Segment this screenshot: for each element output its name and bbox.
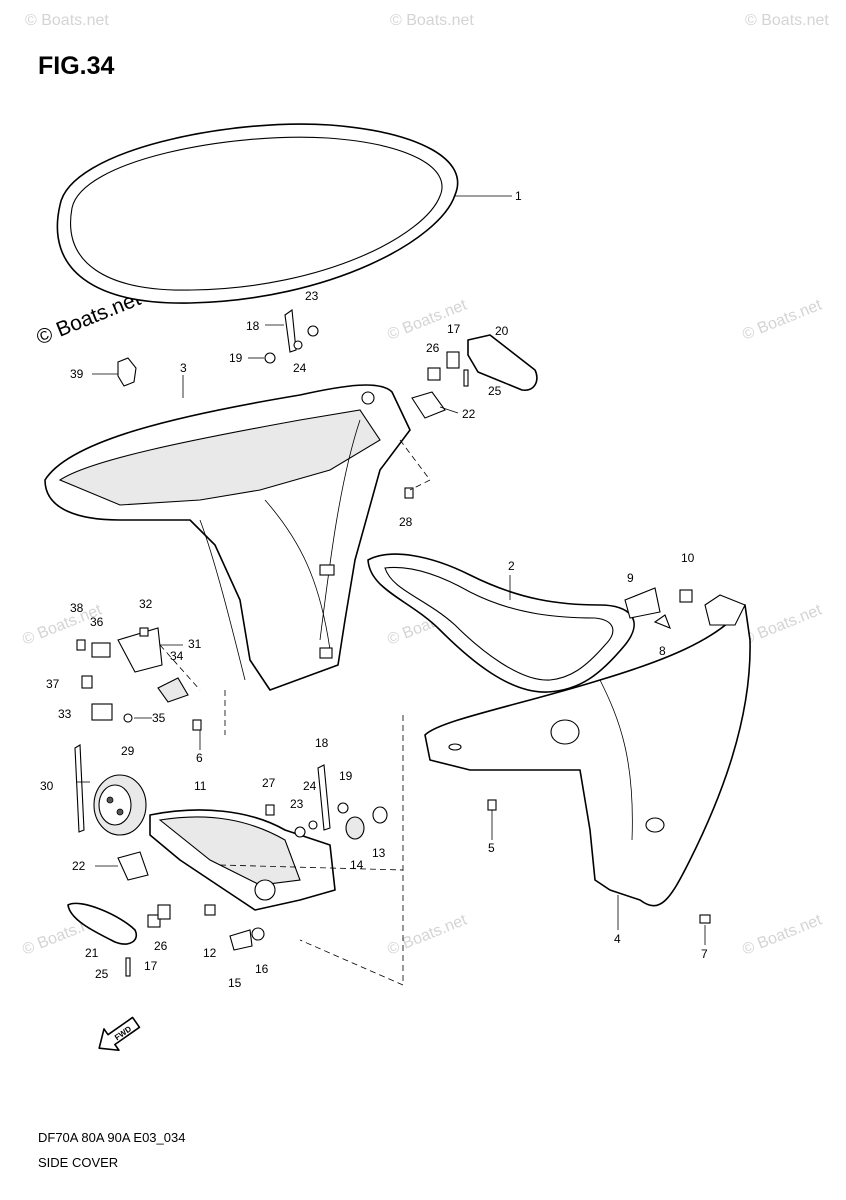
callout-14: 14 <box>350 858 364 872</box>
callout-34: 34 <box>170 649 184 663</box>
callout-26: 26 <box>154 939 168 953</box>
watermark: © Boats.net <box>740 296 825 343</box>
leader-lines <box>76 195 706 945</box>
callout-18: 18 <box>246 319 260 333</box>
watermark: © Boats.net <box>390 12 474 29</box>
callout-24: 24 <box>293 361 307 375</box>
part-29-grommet <box>93 774 147 836</box>
figure-code: DF70A 80A 90A E03_034 <box>38 1130 186 1145</box>
part-20-grip <box>467 334 538 391</box>
callout-38: 38 <box>70 601 84 615</box>
callout-2: 2 <box>508 559 515 573</box>
callout-22: 22 <box>462 407 476 421</box>
part-39-clip <box>117 357 137 387</box>
callout-8: 8 <box>659 644 666 658</box>
callout-31: 31 <box>188 637 202 651</box>
callout-9: 9 <box>627 571 634 585</box>
callout-25: 25 <box>488 384 502 398</box>
callout-17: 17 <box>447 322 461 336</box>
part-30-tie-strap <box>74 744 85 833</box>
callout-11: 11 <box>194 779 207 793</box>
callout-28: 28 <box>399 515 413 529</box>
watermark: © Boats.net <box>25 12 109 29</box>
watermark: © Boats.net <box>385 911 470 958</box>
callout-32: 32 <box>139 597 153 611</box>
assembly-lines <box>159 439 431 986</box>
callout-29: 29 <box>121 744 135 758</box>
callout-19: 19 <box>339 769 353 783</box>
callout-6: 6 <box>196 751 203 765</box>
callout-7: 7 <box>701 947 708 961</box>
callout-1: 1 <box>515 189 522 203</box>
callout-24: 24 <box>303 779 317 793</box>
part-1-seal-ring <box>56 123 459 304</box>
callout-17: 17 <box>144 959 158 973</box>
callout-19: 19 <box>229 351 243 365</box>
callout-4: 4 <box>614 932 621 946</box>
callout-20: 20 <box>495 324 509 338</box>
part-3-upper-cover <box>44 384 411 691</box>
watermark: © Boats.net <box>740 911 825 958</box>
callout-39: 39 <box>70 367 84 381</box>
figure-title: FIG.34 <box>38 52 115 80</box>
watermark: © Boats.net <box>385 296 470 343</box>
callout-36: 36 <box>90 615 104 629</box>
callout-26: 26 <box>426 341 440 355</box>
part-11-bracket <box>149 809 336 911</box>
forward-arrow: FWD <box>98 1016 141 1052</box>
part-18-lever <box>284 309 297 353</box>
callout-23: 23 <box>290 797 304 811</box>
callout-10: 10 <box>681 551 695 565</box>
callout-16: 16 <box>255 962 269 976</box>
part-2-lower-rim <box>367 553 635 693</box>
callout-23: 23 <box>305 289 319 303</box>
callout-22: 22 <box>72 859 86 873</box>
small-parts <box>76 309 711 977</box>
callout-3: 3 <box>180 361 187 375</box>
callout-15: 15 <box>228 976 242 990</box>
callout-33: 33 <box>58 707 72 721</box>
part-4-lower-cover <box>424 594 751 907</box>
callout-labels: 1 2 3 4 5 6 7 8 9 10 11 12 13 14 15 16 1… <box>40 189 708 990</box>
callout-12: 12 <box>203 946 217 960</box>
part-18-lever <box>317 764 331 831</box>
callout-30: 30 <box>40 779 54 793</box>
callout-37: 37 <box>46 677 60 691</box>
watermark: © Boats.net <box>740 601 825 648</box>
callout-27: 27 <box>262 776 276 790</box>
part-21-grip <box>67 902 137 945</box>
figure-caption: SIDE COVER <box>38 1155 119 1170</box>
callout-25: 25 <box>95 967 109 981</box>
callout-21: 21 <box>85 946 99 960</box>
callout-35: 35 <box>152 711 166 725</box>
watermark: © Boats.net <box>745 12 829 29</box>
callout-13: 13 <box>372 846 386 860</box>
callout-5: 5 <box>488 841 495 855</box>
callout-18: 18 <box>315 736 329 750</box>
